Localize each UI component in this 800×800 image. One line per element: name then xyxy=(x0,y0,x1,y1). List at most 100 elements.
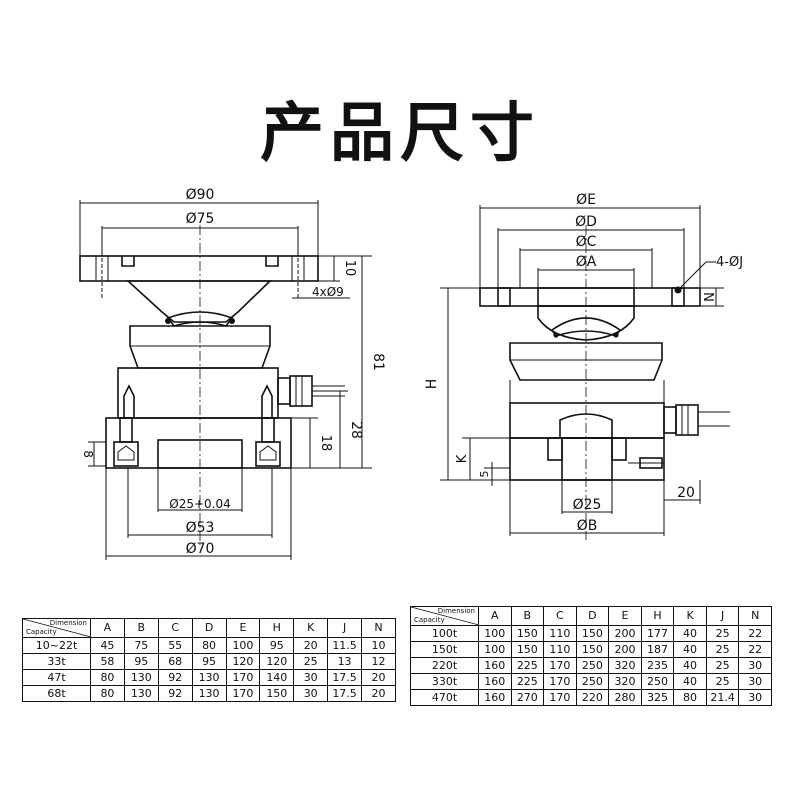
table-cell: 160 xyxy=(478,657,512,674)
table-cell: 20 xyxy=(293,637,329,654)
table-cell: 100 xyxy=(225,637,261,654)
col-header: J xyxy=(705,606,740,626)
col-header: A xyxy=(478,606,512,626)
table-cell: 12 xyxy=(361,653,396,670)
table-row: 33t 58 95 68 95 120 120 25 13 12 xyxy=(22,653,396,670)
table-cell: 220t xyxy=(410,657,479,674)
dim-h18: 18 xyxy=(318,435,333,452)
table-cell: 250 xyxy=(575,673,610,690)
col-header: B xyxy=(123,618,159,638)
dim-h10: 10 xyxy=(342,260,357,277)
table-cell: 160 xyxy=(478,689,512,706)
col-header: E xyxy=(225,618,261,638)
table-cell: 75 xyxy=(123,637,159,654)
dim-N: N xyxy=(700,292,715,302)
dim-d70: Ø70 xyxy=(186,541,215,557)
table-cell: 150 xyxy=(575,641,610,658)
left-load-column xyxy=(117,325,345,419)
table-cell: 92 xyxy=(157,669,193,686)
table-cell: 280 xyxy=(608,689,642,706)
table-cell: 150t xyxy=(410,641,479,658)
dim-d90: Ø90 xyxy=(186,187,215,203)
table-cell: 177 xyxy=(640,625,675,642)
table-cell: 33t xyxy=(22,653,91,670)
table-row: 220t 160 225 170 250 320 235 40 25 30 xyxy=(410,657,772,674)
spec-table-left: Dimension Capacity A B C D E H K J N 10~… xyxy=(22,618,396,702)
table-cell: 40 xyxy=(673,625,707,642)
table-cell: 95 xyxy=(259,637,295,654)
table-cell: 40 xyxy=(673,657,707,674)
table-cell: 150 xyxy=(259,685,295,702)
table-cell: 95 xyxy=(123,653,159,670)
table-cell: 30 xyxy=(738,657,772,674)
table-cell: 130 xyxy=(123,685,159,702)
right-top-plate xyxy=(479,286,701,341)
table-cell: 30 xyxy=(293,669,329,686)
table-cell: 80 xyxy=(90,685,125,702)
dim-holesJ: 4-ØJ xyxy=(716,255,743,270)
col-header: E xyxy=(608,606,642,626)
table-cell: 110 xyxy=(543,625,577,642)
table-cell: 100 xyxy=(478,641,512,658)
table-cell: 47t xyxy=(22,669,91,686)
table-cell: 320 xyxy=(608,657,642,674)
table-cell: 150 xyxy=(575,625,610,642)
dim-dA: ØA xyxy=(576,254,597,270)
table-cell: 11.5 xyxy=(327,637,362,654)
table-cell: 130 xyxy=(191,685,227,702)
table-cell: 130 xyxy=(191,669,227,686)
col-header: N xyxy=(738,606,772,626)
table-cell: 45 xyxy=(90,637,125,654)
table-cell: 470t xyxy=(410,689,479,706)
table-cell: 225 xyxy=(510,657,545,674)
table-cell: 100 xyxy=(478,625,512,642)
dim-h81: 81 xyxy=(370,353,386,371)
col-header: B xyxy=(510,606,545,626)
table-cell: 21.4 xyxy=(705,689,740,706)
table-cell: 170 xyxy=(543,657,577,674)
dim-h8: 8 xyxy=(81,450,95,458)
table-row: 100t 100 150 110 150 200 177 40 25 22 xyxy=(410,625,772,642)
dim-dD: ØD xyxy=(575,214,597,230)
table-row: 68t 80 130 92 130 170 150 30 17.5 20 xyxy=(22,685,396,702)
table-cell: 170 xyxy=(225,669,261,686)
table-cell: 22 xyxy=(738,641,772,658)
table-cell: 200 xyxy=(608,641,642,658)
table-cell: 110 xyxy=(543,641,577,658)
table-cell: 17.5 xyxy=(327,669,362,686)
table-cell: 130 xyxy=(123,669,159,686)
table-cell: 100t xyxy=(410,625,479,642)
table-row: 47t 80 130 92 130 170 140 30 17.5 20 xyxy=(22,669,396,686)
table-cell: 187 xyxy=(640,641,675,658)
table-cell: 170 xyxy=(543,689,577,706)
table-cell: 140 xyxy=(259,669,295,686)
table-header-row: Dimension Capacity A B C D E H K J N xyxy=(410,606,772,626)
col-header: K xyxy=(673,606,707,626)
table-cell: 30 xyxy=(738,689,772,706)
table-cell: 120 xyxy=(225,653,261,670)
col-header: D xyxy=(575,606,610,626)
table-cell: 80 xyxy=(673,689,707,706)
col-header: C xyxy=(157,618,193,638)
table-cell: 250 xyxy=(640,673,675,690)
right-base xyxy=(509,437,665,481)
table-cell: 150 xyxy=(510,625,545,642)
table-cell: 10 xyxy=(361,637,396,654)
table-cell: 20 xyxy=(361,685,396,702)
table-cell: 10~22t xyxy=(22,637,91,654)
table-row: 10~22t 45 75 55 80 100 95 20 11.5 10 xyxy=(22,637,396,654)
table-cell: 25 xyxy=(705,673,740,690)
page-title: 产品尺寸 xyxy=(260,97,540,171)
table-cell: 58 xyxy=(90,653,125,670)
table-cell: 80 xyxy=(90,669,125,686)
table-cell: 17.5 xyxy=(327,685,362,702)
dim-20: 20 xyxy=(677,485,695,501)
table-cell: 68t xyxy=(22,685,91,702)
table-cell: 25 xyxy=(705,657,740,674)
table-cell: 150 xyxy=(510,641,545,658)
table-cell: 22 xyxy=(738,625,772,642)
col-header: H xyxy=(259,618,295,638)
right-load-cell-drawing: ØE ØD ØC ØA 4-ØJ N H K 5 xyxy=(424,192,743,540)
table-cell: 120 xyxy=(259,653,295,670)
